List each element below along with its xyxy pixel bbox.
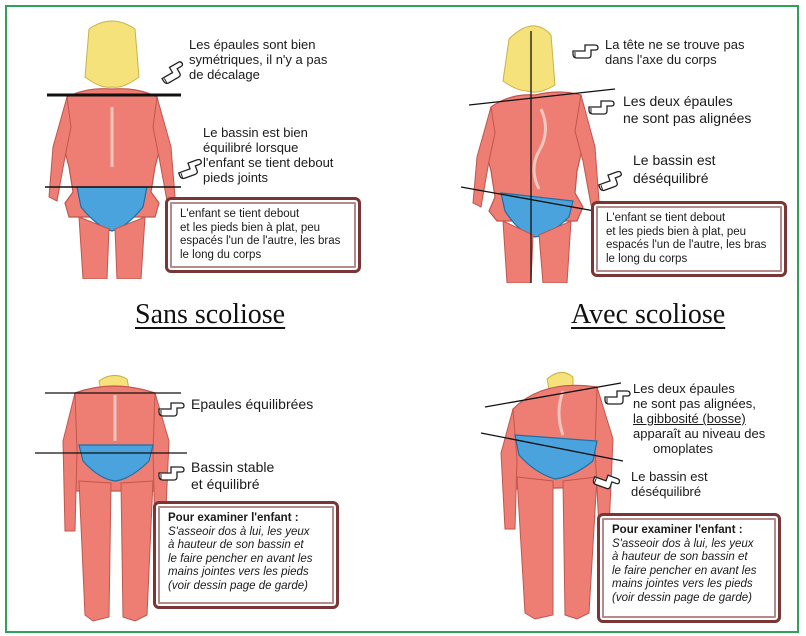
heading-without-scoliosis: Sans scoliose — [135, 299, 285, 331]
exam-instructions-box: Pour examiner l'enfant : S'asseoir dos à… — [153, 501, 339, 609]
pointing-hand-icon — [157, 395, 185, 417]
pointing-hand-icon — [587, 93, 615, 115]
scoliosis-shoulders-gibbosity-text: Les deux épaules ne sont pas alignées, l… — [633, 381, 765, 456]
exam-instructions-box-right: Pour examiner l'enfant : S'asseoir dos à… — [597, 513, 781, 623]
pointing-hand-icon — [571, 37, 599, 59]
gibbosity-label: la gibbosité (bosse) — [633, 411, 765, 426]
pointing-hand-icon — [157, 459, 185, 481]
shoulders-balanced-text: Epaules équilibrées — [191, 397, 313, 412]
heading-with-scoliosis: Avec scoliose — [571, 299, 725, 331]
pointing-hand-icon — [603, 383, 631, 405]
